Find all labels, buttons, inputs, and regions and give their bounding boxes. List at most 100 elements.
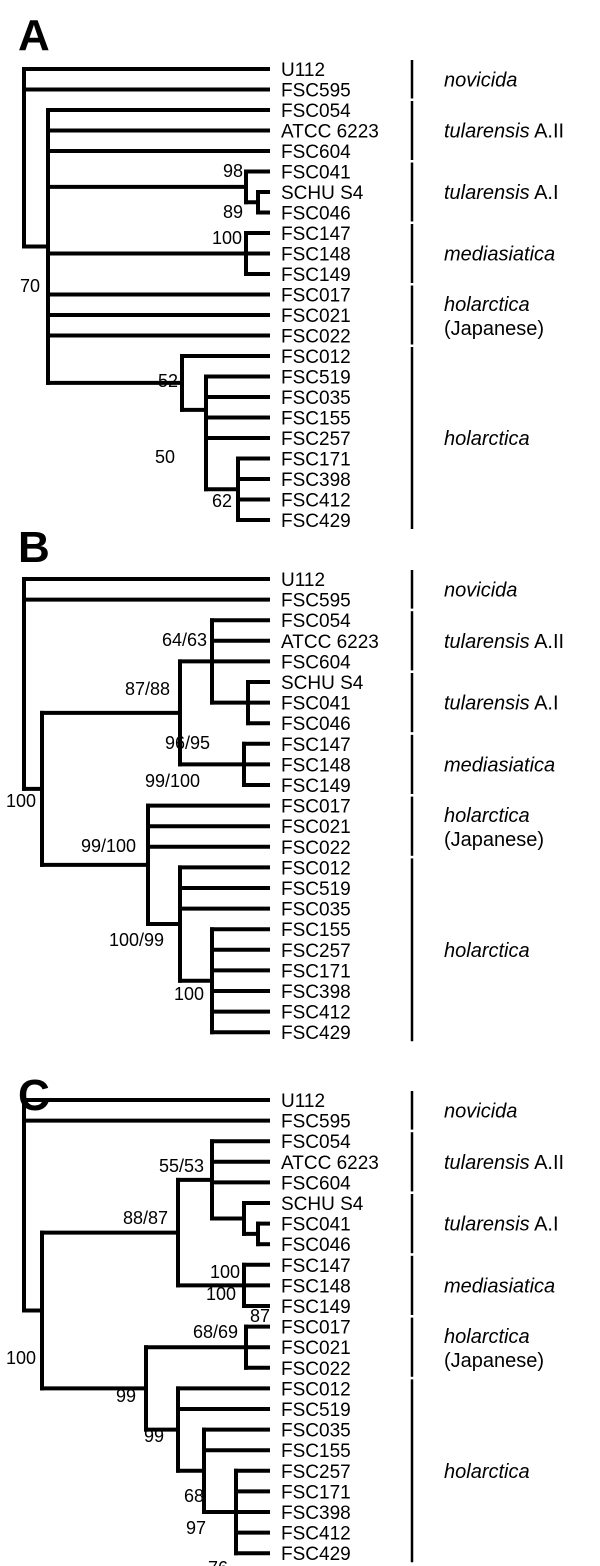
leaf-label: FSC519 xyxy=(281,1400,351,1421)
group-label: holarctica xyxy=(444,428,530,450)
group-label: holarctica xyxy=(444,940,530,962)
leaf-label: FSC046 xyxy=(281,204,351,225)
group-label: novicida xyxy=(444,579,517,601)
group-label: holarctica xyxy=(444,1461,530,1483)
support-value: 89 xyxy=(223,202,243,222)
support-value: 100 xyxy=(210,1262,240,1282)
leaf-label: FSC035 xyxy=(281,388,351,409)
leaf-label: FSC155 xyxy=(281,920,351,941)
leaf-label: FSC017 xyxy=(281,1318,351,1339)
leaf-label: FSC171 xyxy=(281,1482,351,1503)
support-value: 50 xyxy=(155,447,175,467)
support-value: 68/69 xyxy=(193,1322,238,1342)
leaf-label: FSC046 xyxy=(281,1235,351,1256)
leaf-label: FSC412 xyxy=(281,1003,351,1024)
support-value: 99 xyxy=(116,1386,136,1406)
group-label: tularensis A.I xyxy=(444,1214,559,1236)
leaf-label: FSC149 xyxy=(281,1297,351,1318)
leaf-label: SCHU S4 xyxy=(281,183,364,204)
group-label: novicida xyxy=(444,1100,517,1122)
support-value: 99/100 xyxy=(145,771,200,791)
leaf-label: FSC147 xyxy=(281,1256,351,1277)
support-value: 87/88 xyxy=(125,679,170,699)
support-value: 52 xyxy=(158,371,178,391)
leaf-label: FSC398 xyxy=(281,1503,351,1524)
leaf-label: FSC155 xyxy=(281,1441,351,1462)
group-label: holarctica xyxy=(444,1326,530,1348)
support-value: 97 xyxy=(186,1518,206,1538)
leaf-label: FSC021 xyxy=(281,1338,351,1359)
leaf-label: FSC147 xyxy=(281,735,351,756)
support-value: 55/53 xyxy=(159,1156,204,1176)
leaf-label: FSC149 xyxy=(281,776,351,797)
leaf-label: FSC412 xyxy=(281,1524,351,1545)
support-value: 96/95 xyxy=(165,733,210,753)
support-value: 99 xyxy=(144,1426,164,1446)
group-label: mediasiatica xyxy=(444,244,555,266)
group-label: tularensis A.II xyxy=(444,1152,564,1174)
leaf-label: FSC012 xyxy=(281,347,351,368)
leaf-label: FSC171 xyxy=(281,450,351,471)
support-value: 98 xyxy=(223,161,243,181)
group-label: tularensis A.I xyxy=(444,693,559,715)
group-label: holarctica xyxy=(444,805,530,827)
leaf-label: FSC035 xyxy=(281,900,351,921)
leaf-label: FSC012 xyxy=(281,858,351,879)
leaf-label: FSC519 xyxy=(281,368,351,389)
group-label: tularensis A.I xyxy=(444,182,559,204)
leaf-label: FSC595 xyxy=(281,591,351,612)
leaf-label: FSC595 xyxy=(281,81,351,102)
leaf-label: FSC257 xyxy=(281,941,351,962)
leaf-label: FSC429 xyxy=(281,1023,351,1044)
leaf-label: FSC021 xyxy=(281,817,351,838)
support-value: 100 xyxy=(6,1348,36,1368)
leaf-label: FSC604 xyxy=(281,1173,351,1194)
leaf-label: FSC017 xyxy=(281,286,351,307)
group-label-sub: (Japanese) xyxy=(444,318,544,340)
leaf-label: ATCC 6223 xyxy=(281,632,379,653)
support-value: 100 xyxy=(174,984,204,1004)
leaf-label: FSC041 xyxy=(281,694,351,715)
support-value: 64/63 xyxy=(162,630,207,650)
leaf-label: FSC147 xyxy=(281,224,351,245)
leaf-label: FSC017 xyxy=(281,797,351,818)
leaf-label: FSC257 xyxy=(281,429,351,450)
panel-letter: A xyxy=(18,11,50,60)
leaf-label: FSC035 xyxy=(281,1421,351,1442)
leaf-label: ATCC 6223 xyxy=(281,1153,379,1174)
leaf-label: FSC054 xyxy=(281,1132,351,1153)
panel-letter: B xyxy=(18,523,50,572)
support-value: 76 xyxy=(208,1558,228,1566)
group-label: novicida xyxy=(444,69,517,91)
leaf-label: FSC148 xyxy=(281,755,351,776)
group-label: holarctica xyxy=(444,294,530,316)
support-value: 70 xyxy=(20,276,40,296)
support-value: 62 xyxy=(212,491,232,511)
leaf-label: FSC021 xyxy=(281,306,351,327)
group-label: mediasiatica xyxy=(444,1275,555,1297)
group-label-sub: (Japanese) xyxy=(444,1350,544,1372)
support-value: 68 xyxy=(184,1486,204,1506)
leaf-label: FSC595 xyxy=(281,1112,351,1133)
leaf-label: FSC604 xyxy=(281,142,351,163)
leaf-label: FSC155 xyxy=(281,409,351,430)
leaf-label: FSC257 xyxy=(281,1462,351,1483)
leaf-label: FSC149 xyxy=(281,265,351,286)
leaf-label: FSC171 xyxy=(281,961,351,982)
leaf-label: SCHU S4 xyxy=(281,673,364,694)
support-value: 88/87 xyxy=(123,1208,168,1228)
leaf-label: FSC148 xyxy=(281,1276,351,1297)
leaf-label: FSC041 xyxy=(281,163,351,184)
leaf-label: FSC022 xyxy=(281,327,351,348)
leaf-label: FSC054 xyxy=(281,611,351,632)
leaf-label: FSC041 xyxy=(281,1215,351,1236)
leaf-label: FSC398 xyxy=(281,982,351,1003)
leaf-label: FSC519 xyxy=(281,879,351,900)
group-label: tularensis A.II xyxy=(444,631,564,653)
group-label: mediasiatica xyxy=(444,754,555,776)
leaf-label: ATCC 6223 xyxy=(281,122,379,143)
leaf-label: FSC398 xyxy=(281,470,351,491)
leaf-label: FSC012 xyxy=(281,1379,351,1400)
